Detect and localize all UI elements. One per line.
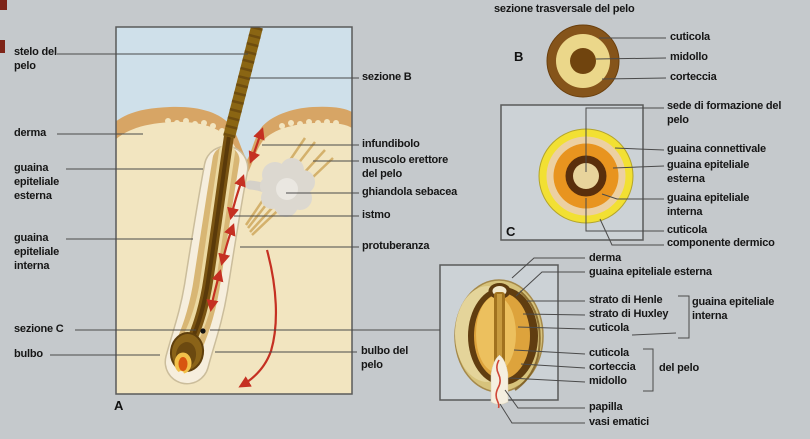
- label-c-sede-formazione: sede di formazione del pelo: [667, 100, 782, 126]
- medulla-core: [570, 48, 596, 74]
- leader-line: [520, 363, 586, 369]
- label-protuberanza: protuberanza: [362, 240, 430, 252]
- label-b-cuticola: cuticola: [670, 31, 710, 43]
- scan-artifact: [0, 0, 7, 10]
- bracket-inner-sheath: [678, 295, 690, 339]
- leader-line: [601, 77, 667, 80]
- panel-letter-a: A: [114, 398, 124, 413]
- growth-direction-arrows: [206, 127, 277, 388]
- label-c-componente-dermico: componente dermico: [667, 237, 775, 249]
- label-c-guaina-interna: guaina epiteliale interna: [667, 192, 750, 218]
- section-b-title: sezione trasversale del pelo: [494, 3, 635, 15]
- label-bulbo-del-pelo: bulbo del pelo: [361, 345, 409, 371]
- leader-line: [585, 198, 664, 232]
- leader-line: [515, 271, 585, 297]
- label-papilla: papilla: [589, 401, 623, 413]
- skin-cross-section: [116, 27, 352, 394]
- label-guaina-epiteliale-interna-bracket: guaina epiteliale interna: [692, 296, 775, 322]
- panel-letter-b: B: [514, 49, 524, 64]
- label-infundibolo: infundibolo: [362, 138, 420, 150]
- hair-cross-section-circle: [546, 24, 620, 98]
- label-bulb-corteccia: corteccia: [589, 361, 636, 373]
- label-b-midollo: midollo: [670, 51, 708, 63]
- leader-line: [601, 193, 664, 200]
- label-del-pelo-bracket: del pelo: [659, 362, 699, 374]
- label-guaina-epiteliale-interna: guaina epiteliale interna: [14, 232, 60, 272]
- hair-shaft: [223, 27, 263, 139]
- label-ghiandola-sebacea: ghiandola sebacea: [362, 186, 458, 198]
- label-strato-di-henle: strato di Henle: [589, 294, 663, 306]
- label-bulb-midollo: midollo: [589, 375, 627, 387]
- label-bulb-guaina-esterna: guaina epiteliale esterna: [589, 266, 712, 278]
- follicle-cross-section: [500, 104, 644, 241]
- bracket-del-pelo: [643, 348, 654, 392]
- label-guaina-epiteliale-esterna: guaina epiteliale esterna: [14, 162, 60, 202]
- leader-line: [595, 57, 667, 60]
- leader-line: [612, 165, 665, 169]
- leader-lines: [50, 37, 690, 424]
- label-sezione-c: sezione C: [14, 323, 64, 335]
- leader-line: [522, 313, 586, 316]
- label-bulb-cuticola-pelo: cuticola: [589, 347, 629, 359]
- label-bulbo: bulbo: [14, 348, 43, 360]
- label-derma: derma: [14, 127, 47, 139]
- leader-line: [614, 147, 665, 151]
- leader-line: [513, 349, 586, 355]
- leader-line: [504, 389, 585, 409]
- papilla-vessel: [495, 359, 501, 409]
- bulb-detail-drawing: [439, 264, 559, 409]
- leader-line: [517, 326, 586, 330]
- label-muscolo-erettore: muscolo erettore del pelo: [362, 154, 449, 180]
- label-vasi-ematici: vasi ematici: [589, 416, 649, 428]
- label-stelo-del-pelo: stelo del pelo: [14, 46, 57, 72]
- leader-line: [599, 218, 664, 246]
- label-bulb-cuticola-interna: cuticola: [589, 322, 629, 334]
- label-c-guaina-esterna: guaina epiteliale esterna: [667, 159, 750, 185]
- leader-line: [585, 107, 664, 172]
- sebaceous-gland: [245, 158, 315, 217]
- label-sezione-b: sezione B: [362, 71, 412, 83]
- epidermal-scallops: [165, 118, 339, 134]
- leader-line: [508, 377, 586, 383]
- section-marker-dot: [200, 328, 206, 334]
- label-c-guaina-connettivale: guaina connettivale: [667, 143, 766, 155]
- label-strato-di-huxley: strato di Huxley: [589, 308, 669, 320]
- scan-artifact: [0, 40, 5, 53]
- label-istmo: istmo: [362, 209, 391, 221]
- panel-a-frame: [115, 26, 353, 395]
- panel-letter-c: C: [506, 224, 516, 239]
- label-bulb-derma: derma: [589, 252, 622, 264]
- leader-line: [631, 332, 677, 336]
- label-c-cuticola: cuticola: [667, 224, 707, 236]
- leader-line: [511, 257, 585, 279]
- label-b-corteccia: corteccia: [670, 71, 717, 83]
- leader-line: [499, 403, 585, 424]
